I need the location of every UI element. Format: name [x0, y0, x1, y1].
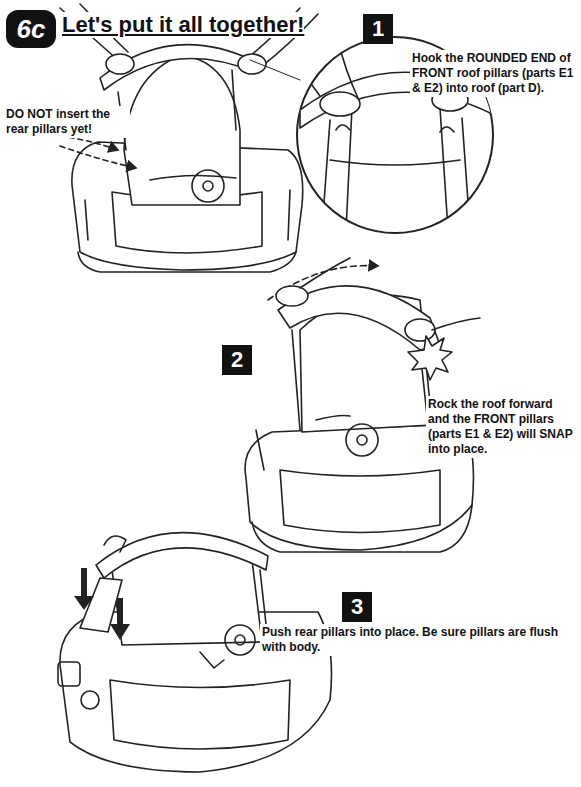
- step-instruction: Push rear pillars into place. Be sure pi…: [260, 624, 564, 656]
- car-figure-one: [60, 4, 318, 272]
- step-instruction: Hook the ROUNDED END of FRONT roof pilla…: [410, 50, 578, 97]
- step-number: 2: [222, 345, 252, 375]
- badge-text: 6c: [17, 16, 46, 42]
- section-badge: 6c: [6, 10, 56, 48]
- badge-text: 3: [351, 596, 363, 618]
- step-instruction: Rock the roof forward and the FRONT pill…: [426, 396, 578, 458]
- page-title: Let's put it all together!: [62, 12, 304, 38]
- badge-text: 2: [231, 349, 243, 371]
- warning-note: DO NOT insert the rear pillars yet!: [4, 106, 130, 138]
- badge-text: 1: [372, 18, 384, 40]
- step-number: 3: [342, 592, 372, 622]
- step-number: 1: [363, 14, 393, 44]
